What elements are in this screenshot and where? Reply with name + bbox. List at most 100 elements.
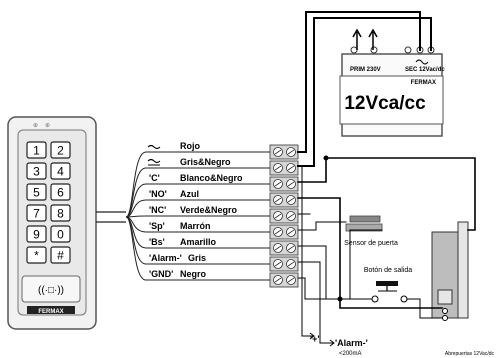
terminal-7 xyxy=(269,240,299,256)
door-sensor-magnet xyxy=(349,215,381,223)
key-1: 1 xyxy=(26,141,47,159)
key-label: 6 xyxy=(57,186,64,200)
key-cap xyxy=(26,225,47,243)
wire-alarm-plus xyxy=(297,165,303,337)
terminal-4 xyxy=(269,192,299,208)
terminal-9 xyxy=(269,272,299,288)
wire-color-label: Gris xyxy=(188,253,206,263)
junction-dot-1 xyxy=(323,155,329,161)
terminal-3 xyxy=(269,176,299,192)
mains-arrow-1 xyxy=(352,28,362,50)
alarm-plus-label: '+' xyxy=(310,334,320,344)
wire-color-label: Marrón xyxy=(180,221,211,231)
screw-slot xyxy=(287,149,295,155)
transformer-terminal-2 xyxy=(370,46,378,54)
alarm-current-label: <200mA xyxy=(339,351,362,357)
terminal-1 xyxy=(269,144,299,160)
key-cap xyxy=(26,183,47,201)
wire-color-label: Blanco&Negro xyxy=(180,173,243,183)
key-4: 4 xyxy=(50,162,71,180)
alarm-minus-label: 'Alarm-' xyxy=(335,338,368,348)
alarm-output: '+' 'Alarm-' <200mA xyxy=(302,332,368,357)
key-6: 6 xyxy=(50,183,71,201)
keypad-indicator-2: ⊕ xyxy=(45,123,50,129)
wire-power-1 xyxy=(297,11,421,153)
terminal-2 xyxy=(269,160,299,176)
transformer: PRIM 230V SEC 12Vac/dc FERMAX 12Vca/cc xyxy=(339,28,445,137)
wire-fan xyxy=(125,151,270,281)
transformer-terminal-1 xyxy=(350,46,358,54)
exit-button-contact-1 xyxy=(371,295,379,303)
wire-signal-label: 'GND' xyxy=(149,269,173,279)
screw-slot xyxy=(274,245,282,251)
key-hash: # xyxy=(50,246,71,264)
transformer-brand: FERMAX xyxy=(411,80,436,86)
junction-dot-2 xyxy=(337,296,343,302)
terminal-block xyxy=(269,144,299,288)
key-label: 0 xyxy=(57,228,64,242)
ac-tilde-icon xyxy=(415,59,429,65)
wire-color-label: Azul xyxy=(180,189,199,199)
key-label: 8 xyxy=(57,207,64,221)
key-label: 7 xyxy=(33,207,40,221)
wire-color-label: Rojo xyxy=(180,141,200,151)
screw-slot xyxy=(274,197,282,203)
screw-slot xyxy=(274,181,282,187)
wire-signal-label: 'NO' xyxy=(149,189,167,199)
wire-signal-label: 'Sp' xyxy=(149,221,165,231)
wire-color-label: Gris&Negro xyxy=(180,157,231,167)
screw-slot xyxy=(274,261,282,267)
key-5: 5 xyxy=(26,183,47,201)
wire-gnd xyxy=(297,229,383,300)
lock-faceplate xyxy=(457,221,469,319)
wire-color-label: Verde&Negro xyxy=(180,205,238,215)
wire-power-2 xyxy=(297,17,432,167)
screw-slot xyxy=(287,229,295,235)
screw-slot xyxy=(287,165,295,171)
screw-slot xyxy=(287,245,295,251)
screw-slot xyxy=(274,213,282,219)
key-star: * xyxy=(26,246,47,264)
alarm-arrow-minus xyxy=(322,339,335,347)
key-label: 5 xyxy=(33,186,40,200)
wire-alarm xyxy=(297,261,323,344)
door-sensor-label: Sensor de puerta xyxy=(344,240,398,247)
key-cap xyxy=(26,246,47,264)
key-cap xyxy=(26,141,47,159)
key-label: 3 xyxy=(33,165,40,179)
cable-bundle xyxy=(96,211,126,223)
terminal-5 xyxy=(269,208,299,224)
card-reader-symbol: ((·□·)) xyxy=(38,285,64,296)
screw-slot xyxy=(287,277,295,283)
field-wiring xyxy=(297,11,476,344)
key-3: 3 xyxy=(26,162,47,180)
key-cap xyxy=(50,225,71,243)
terminal-8 xyxy=(269,256,299,272)
key-9: 9 xyxy=(26,225,47,243)
wire-signal-label: 'C' xyxy=(149,173,160,183)
screw-slot xyxy=(287,197,295,203)
key-label: * xyxy=(34,249,39,263)
screw-slot xyxy=(274,165,282,171)
alarm-arrow-plus xyxy=(302,332,315,340)
key-cap xyxy=(50,141,71,159)
key-label: 2 xyxy=(57,144,64,158)
key-7: 7 xyxy=(26,204,47,222)
key-cap xyxy=(26,162,47,180)
wire-color-label: Negro xyxy=(180,269,207,279)
key-2: 2 xyxy=(50,141,71,159)
key-cap xyxy=(50,162,71,180)
lock-latch xyxy=(437,289,453,305)
lock-body xyxy=(431,231,459,319)
key-cap xyxy=(26,204,47,222)
mains-arrow-2 xyxy=(368,28,378,50)
wire-signal-label: 'Bs' xyxy=(149,237,165,247)
screw-slot xyxy=(287,261,295,267)
terminal-6 xyxy=(269,224,299,240)
lock-terminal-2 xyxy=(442,315,448,321)
lock-terminal-1 xyxy=(442,308,448,314)
transformer-label-box xyxy=(339,75,444,125)
exit-button: Botón de salida xyxy=(364,267,412,303)
